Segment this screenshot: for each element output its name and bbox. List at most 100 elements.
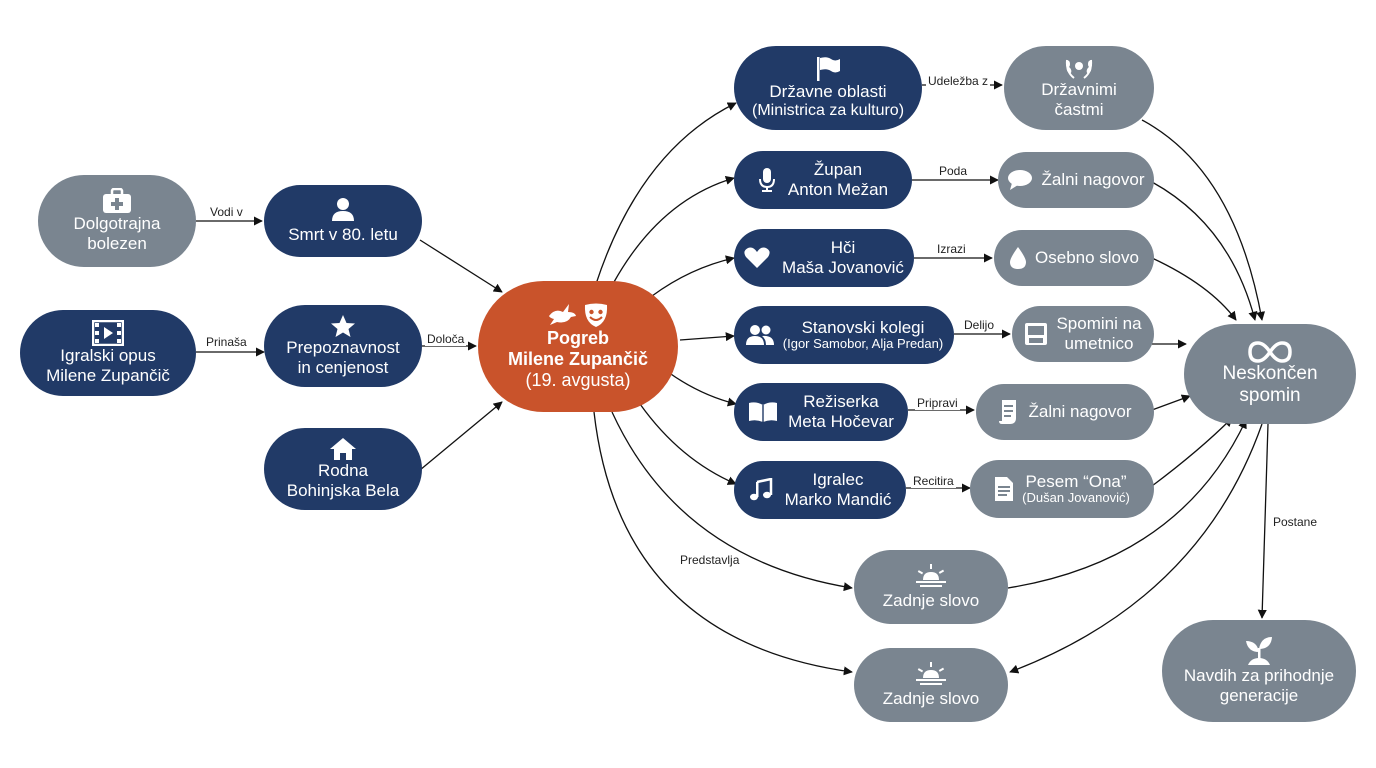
node-dolgotrajna-bolezen[interactable]: Dolgotrajna bolezen [38, 175, 196, 267]
node-label-2: in cenjenost [297, 358, 389, 377]
theatre-mask-icon [584, 303, 608, 328]
node-label-1: Župan [813, 160, 863, 180]
node-reziserka[interactable]: Režiserka Meta Hočevar [734, 383, 908, 441]
node-zalni-nagovor-2[interactable]: Žalni nagovor [976, 384, 1154, 440]
node-smrt[interactable]: Smrt v 80. letu [264, 185, 422, 257]
edge-pogreb-zadnje1 [611, 411, 853, 592]
speech-bubble-icon [1008, 170, 1033, 190]
node-zadnje-slovo-1[interactable]: Zadnje slovo [854, 550, 1008, 624]
edge-label-predstavlja: Predstavlja [678, 553, 742, 567]
node-label-1: Dolgotrajna [73, 214, 161, 234]
scroll-icon [999, 400, 1017, 424]
node-label-2: Bohinjska Bela [286, 481, 400, 500]
edge-label-pripravi: Pripravi [915, 396, 960, 410]
node-label-1: Rodna [317, 461, 369, 481]
node-label-1: Neskončen [1222, 363, 1318, 385]
edge-pogreb-reziserka [667, 371, 737, 407]
edge-pogreb-zadnje2 [593, 411, 853, 676]
node-label-2: (Dušan Jovanović) [1022, 490, 1130, 506]
medical-kit-icon [103, 188, 131, 214]
edge-zalni2-neskoncen [1151, 394, 1191, 411]
edge-smrt-pogreb [419, 239, 503, 293]
star-icon [331, 315, 355, 338]
edge-label-udelezba: Udeležba z [926, 74, 991, 88]
node-text: Župan Anton Mežan [788, 160, 888, 199]
dove-icon [549, 304, 576, 326]
node-label-2: Milene Zupančič [507, 349, 649, 370]
node-label-1: Zadnje slovo [882, 590, 980, 610]
node-drzavne-oblasti[interactable]: Državne oblasti (Ministrica za kulturo) [734, 46, 922, 130]
heart-icon [744, 247, 770, 268]
node-spomini-na-umetnico[interactable]: Spomini na umetnico [1012, 306, 1154, 362]
node-drzavnimi-castmi[interactable]: Državnimi častmi [1004, 46, 1154, 130]
node-text: Stanovski kolegi (Igor Samobor, Alja Pre… [783, 318, 943, 352]
node-label-2: (Ministrica za kulturo) [751, 101, 905, 119]
node-pesem-ona[interactable]: Pesem “Ona” (Dušan Jovanović) [970, 460, 1154, 518]
node-osebno-slovo[interactable]: Osebno slovo [994, 230, 1154, 286]
node-label-2: (Igor Samobor, Alja Predan) [782, 336, 944, 352]
node-label-2: Milene Zupančič [46, 366, 170, 385]
edge-label-delijo: Delijo [962, 318, 997, 332]
node-igralec[interactable]: Igralec Marko Mandić [734, 461, 906, 519]
node-text: Igralec Marko Mandić [785, 470, 892, 509]
person-icon [332, 198, 354, 222]
node-text: Režiserka Meta Hočevar [788, 392, 894, 431]
document-icon [995, 477, 1014, 501]
node-label-1: Državnimi [1041, 80, 1117, 100]
node-rodna[interactable]: Rodna Bohinjska Bela [264, 428, 422, 510]
node-navdih[interactable]: Navdih za prihodnje generacije [1162, 620, 1356, 722]
sunset-icon [916, 563, 946, 587]
flag-icon [817, 57, 840, 82]
sprout-icon [1246, 637, 1272, 666]
node-label-1: Osebno slovo [1035, 248, 1139, 268]
node-prepoznavnost[interactable]: Prepoznavnost in cenjenost [264, 305, 422, 387]
node-stanovski-kolegi[interactable]: Stanovski kolegi (Igor Samobor, Alja Pre… [734, 306, 954, 364]
edge-drzavnimi-neskoncen [1141, 119, 1266, 321]
node-text: Hči Maša Jovanović [782, 238, 904, 277]
edge-pogreb-drzavne [595, 102, 737, 285]
house-icon [330, 438, 356, 461]
edge-label-recitira: Recitira [911, 474, 956, 488]
edge-neskoncen-navdih [1257, 423, 1269, 619]
edge-rodna-pogreb [419, 401, 503, 471]
node-label-2: spomin [1239, 385, 1301, 406]
node-text: Pesem “Ona” (Dušan Jovanović) [1022, 472, 1130, 506]
node-label-1: Režiserka [803, 392, 879, 412]
node-label-1: Prepoznavnost [286, 338, 400, 358]
node-label-1: Igralski opus [60, 346, 156, 366]
node-label-2: Meta Hočevar [788, 412, 894, 431]
laurel-icon [1065, 60, 1093, 80]
edge-pesem-neskoncen [1151, 417, 1233, 487]
edge-label-izrazi: Izrazi [935, 242, 968, 256]
node-hci[interactable]: Hči Maša Jovanović [734, 229, 914, 287]
edge-pogreb-igralec [639, 403, 737, 485]
node-zadnje-slovo-2[interactable]: Zadnje slovo [854, 648, 1008, 722]
microphone-icon [758, 168, 775, 192]
node-pogreb[interactable]: Pogreb Milene Zupančič (19. avgusta) [478, 281, 678, 412]
book-icon [749, 402, 778, 422]
node-label-1: Žalni nagovor [1041, 170, 1145, 190]
edge-zadnje1-neskoncen [1007, 419, 1247, 589]
node-label-1: Smrt v 80. letu [288, 225, 398, 245]
node-label-2: generacije [1219, 686, 1299, 705]
infinity-icon [1248, 341, 1292, 363]
node-label-1: Pogreb [546, 328, 609, 349]
people-icon [745, 325, 774, 345]
node-igralski-opus[interactable]: Igralski opus Milene Zupančič [20, 310, 196, 396]
node-label-1: Spomini na [1056, 314, 1142, 334]
node-neskoncen-spomin[interactable]: Neskončen spomin [1184, 324, 1356, 424]
film-icon [92, 320, 124, 347]
edge-label-poda: Poda [937, 164, 970, 178]
node-label-1: Stanovski kolegi [801, 317, 925, 337]
photo-memory-icon [1025, 323, 1048, 345]
node-label-1: Igralec [812, 470, 864, 490]
node-zupan[interactable]: Župan Anton Mežan [734, 151, 912, 209]
node-label-1: Pesem “Ona” [1025, 471, 1127, 491]
node-label-2: Maša Jovanović [782, 258, 904, 277]
node-label-2: umetnico [1064, 334, 1134, 353]
node-label-2: Anton Mežan [787, 180, 889, 199]
node-label-1: Državne oblasti [769, 82, 887, 102]
node-zalni-nagovor-1[interactable]: Žalni nagovor [998, 152, 1154, 208]
node-text: Spomini na umetnico [1056, 314, 1141, 353]
edge-pogreb-zupan [613, 175, 735, 283]
